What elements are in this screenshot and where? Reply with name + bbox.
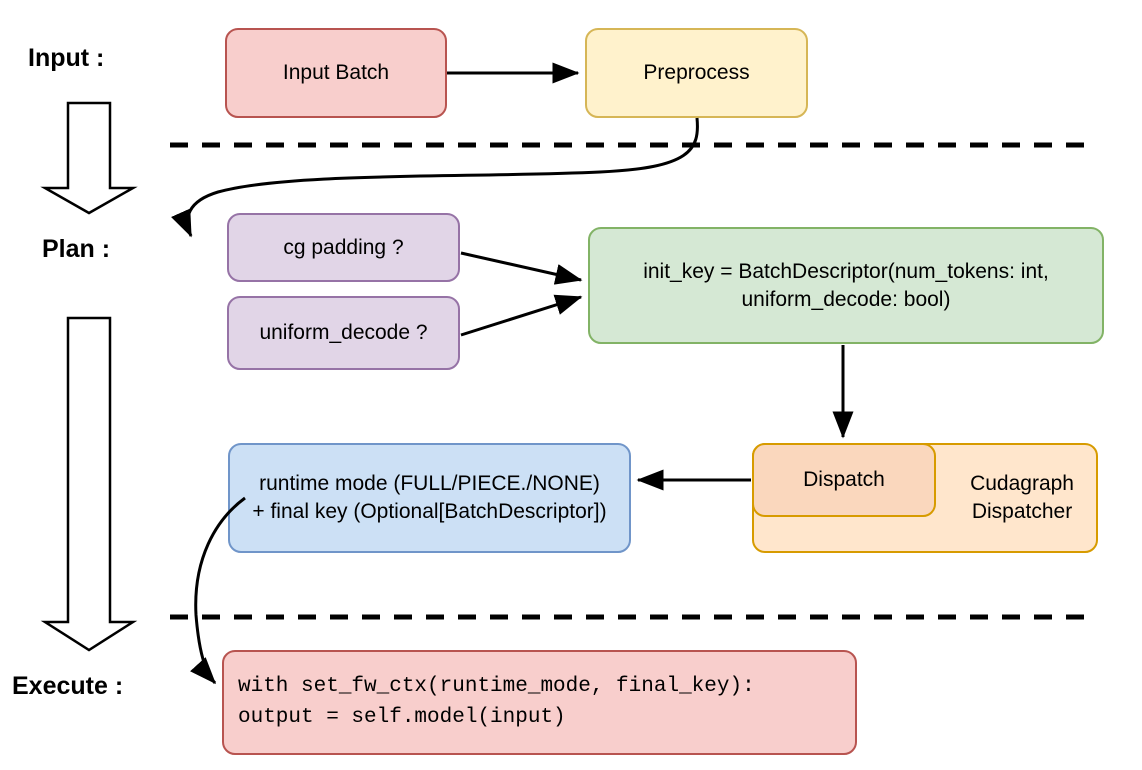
stage-arrow-input-to-plan bbox=[40, 101, 138, 215]
arrow-cg-padding-to-init-key bbox=[460, 251, 583, 285]
node-input-batch[interactable]: Input Batch bbox=[225, 28, 447, 118]
stage-label-input: Input : bbox=[28, 44, 105, 72]
arrow-uniform-decode-to-init-key bbox=[460, 294, 583, 337]
node-cudagraph-dispatcher-label: Cudagraph Dispatcher bbox=[970, 472, 1074, 523]
node-runtime-mode[interactable]: runtime mode (FULL/PIECE./NONE) + final … bbox=[228, 443, 631, 553]
node-preprocess[interactable]: Preprocess bbox=[585, 28, 808, 118]
node-execute-code[interactable]: with set_fw_ctx(runtime_mode, final_key)… bbox=[222, 650, 857, 755]
node-cg-padding[interactable]: cg padding ? bbox=[227, 213, 460, 282]
stage-arrow-plan-to-execute bbox=[40, 316, 138, 652]
stage-label-execute: Execute : bbox=[12, 672, 124, 700]
node-dispatch[interactable]: Dispatch bbox=[752, 443, 936, 517]
node-uniform-decode[interactable]: uniform_decode ? bbox=[227, 296, 460, 370]
node-init-key[interactable]: init_key = BatchDescriptor(num_tokens: i… bbox=[588, 227, 1104, 344]
stage-label-plan: Plan : bbox=[42, 235, 111, 263]
